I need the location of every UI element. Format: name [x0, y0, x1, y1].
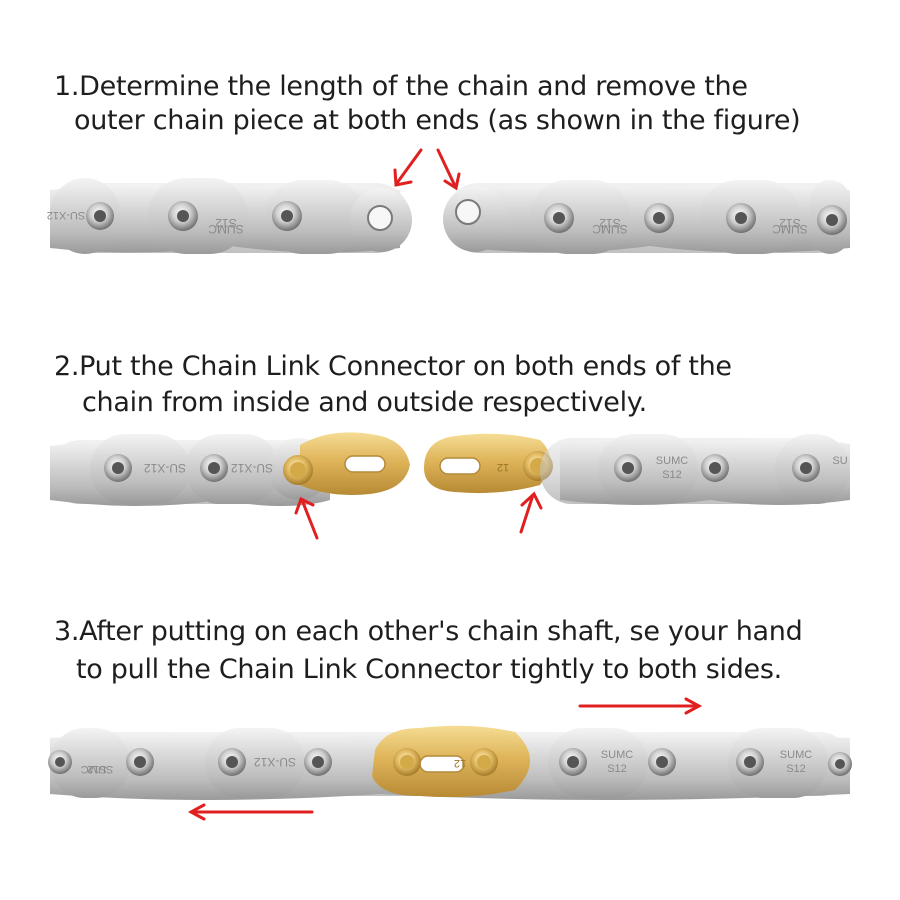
- chain-alt-marking-4: SU-X12: [254, 755, 296, 769]
- step-1: 1.Determine the length of the chain and …: [0, 0, 900, 300]
- step-1-chain-image: S12 SUMC SU-X12 S12 SUMC S12 SUMC: [47, 148, 850, 254]
- chain-alt-marking-2: SU-X12: [144, 461, 186, 475]
- step-2-line-1: 2.Put the Chain Link Connector on both e…: [54, 351, 732, 382]
- step-2-chain-image: SU-X12 SU-X12 12 SUMC S12: [50, 432, 850, 540]
- joined-chain: S12 SUMC SU-X12 SUMC S12 SUMC S12: [48, 728, 852, 800]
- step-3: 3.After putting on each other's chain sh…: [0, 600, 900, 900]
- chain-model-marking: S12: [215, 216, 237, 230]
- right-quick-link: 12: [424, 433, 553, 494]
- chain-brand-marking-8: SUMC: [780, 749, 812, 761]
- chain-brand-marking-7: SUMC: [601, 749, 633, 761]
- chain-model-marking-2: S12: [599, 216, 621, 230]
- step-3-caption: 3.After putting on each other's chain sh…: [0, 615, 900, 695]
- arrow-icon: [294, 496, 319, 540]
- step-1-line-1: 1.Determine the length of the chain and …: [54, 71, 748, 102]
- chain-brand-marking-2: SUMC: [592, 222, 628, 236]
- chain-model-marking-6: S12: [607, 763, 627, 775]
- chain-model-marking-4: S12: [662, 469, 682, 481]
- step-1-line-2: outer chain piece at both ends (as shown…: [74, 105, 801, 136]
- step-1-caption: 1.Determine the length of the chain and …: [0, 70, 900, 150]
- left-chain-segment: S12 SUMC SU-X12: [47, 178, 412, 254]
- chain-model-marking-7: S12: [786, 763, 806, 775]
- chain-brand-marking-5: SU: [832, 455, 847, 467]
- arrow-icon: [436, 148, 461, 191]
- connector-marking-2: 12: [454, 757, 466, 769]
- connector-marking: 12: [497, 461, 509, 473]
- chain-model-marking-5: S12: [87, 763, 107, 775]
- step-3-line-1: 3.After putting on each other's chain sh…: [54, 616, 803, 647]
- right-chain-segment: SUMC S12 SU: [540, 434, 850, 505]
- arrow-right-icon: [578, 697, 703, 715]
- step-3-line-2: to pull the Chain Link Connector tightly…: [76, 654, 782, 685]
- step-3-chain-image: S12 SUMC SU-X12 SUMC S12 SUMC S12 12: [48, 697, 852, 821]
- chain-alt-marking: SU-X12: [47, 209, 86, 221]
- arrow-left-icon: [187, 803, 314, 821]
- chain-model-marking-3: S12: [779, 216, 801, 230]
- step-2: 2.Put the Chain Link Connector on both e…: [0, 300, 900, 600]
- arrow-icon: [519, 491, 543, 534]
- chain-alt-marking-3: SU-X12: [231, 461, 273, 475]
- step-2-line-2: chain from inside and outside respective…: [82, 387, 647, 418]
- chain-brand-marking-6: SUMC: [81, 763, 113, 775]
- chain-brand-marking: SUMC: [208, 222, 244, 236]
- chain-brand-marking-3: SUMC: [772, 222, 808, 236]
- arrow-icon: [393, 148, 423, 187]
- step-2-caption: 2.Put the Chain Link Connector on both e…: [0, 350, 900, 430]
- chain-brand-marking-4: SUMC: [656, 455, 688, 467]
- left-quick-link: [283, 432, 410, 495]
- right-chain-segment: S12 SUMC S12 SUMC: [443, 180, 850, 254]
- left-chain-segment: SU-X12 SU-X12: [50, 434, 330, 506]
- joined-quick-link: 12: [372, 725, 530, 798]
